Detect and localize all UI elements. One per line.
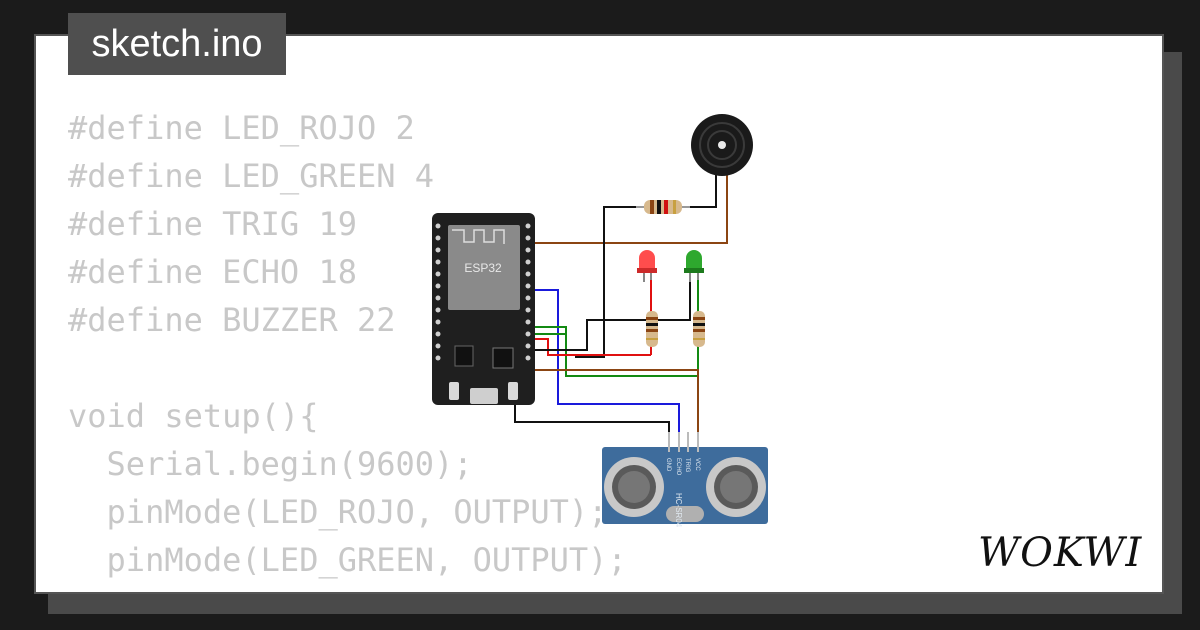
pin-label-trig: TRIG xyxy=(684,458,690,473)
code-line: #define TRIG 19 xyxy=(68,205,357,243)
code-line: #define ECHO 18 xyxy=(68,253,357,291)
boot-button xyxy=(449,382,459,400)
pin-label-vcc: VCC xyxy=(694,458,700,471)
crystal xyxy=(666,506,704,522)
resistor-red xyxy=(646,311,658,347)
voltage-regulator xyxy=(454,345,474,367)
wire-black-buzzer xyxy=(575,172,717,358)
wire-red-led xyxy=(528,338,651,356)
pin-label-echo: ECHO xyxy=(675,458,681,476)
left-pins xyxy=(435,223,441,361)
esp32-shield xyxy=(448,225,520,310)
code-line: void setup(){ xyxy=(68,397,319,435)
wire-black-gnd xyxy=(528,280,691,351)
wire-brown-buzzer xyxy=(528,172,728,244)
led-green xyxy=(684,250,704,282)
code-line: pinMode(LED_GREEN, OUTPUT); xyxy=(68,541,627,579)
antenna-icon xyxy=(452,229,505,244)
code-line: #define BUZZER 22 xyxy=(68,301,396,339)
board-label: ESP32 xyxy=(464,261,502,275)
code-line: pinMode(TRIG, OUTPUT); xyxy=(68,584,627,592)
pin-label-gnd: GND xyxy=(665,458,671,472)
ultrasonic-sensor: GND ECHO TRIG VCC HC-SR04 xyxy=(602,432,768,528)
led-red xyxy=(637,250,657,282)
code-line: pinMode(LED_ROJO, OUTPUT); xyxy=(68,493,608,531)
preview-card: #define LED_ROJO 2 #define LED_GREEN 4 #de… xyxy=(34,34,1164,594)
code-line: #define LED_ROJO 2 xyxy=(68,109,415,147)
buzzer xyxy=(691,114,753,176)
usb-chip xyxy=(492,347,514,369)
wokwi-logo-text: WOKWI xyxy=(978,530,1142,576)
resistor-buzzer xyxy=(636,200,690,214)
wokwi-logo[interactable]: WOKWI xyxy=(976,526,1156,576)
code-line: #define LED_GREEN 4 xyxy=(68,157,435,195)
en-button xyxy=(508,382,518,400)
sensor-label: HC-SR04 xyxy=(674,493,683,528)
resistor-green xyxy=(693,311,705,347)
right-pins xyxy=(525,223,531,361)
buzzer-center xyxy=(718,141,726,149)
code-line: Serial.begin(9600); xyxy=(68,445,473,483)
file-name-tab[interactable]: sketch.ino xyxy=(68,13,286,75)
wire-blue-echo xyxy=(528,289,680,432)
wires xyxy=(440,172,728,432)
usb-port xyxy=(470,388,498,404)
esp32-board: ESP32 xyxy=(432,213,535,405)
code-editor: #define LED_ROJO 2 #define LED_GREEN 4 #de… xyxy=(68,104,627,592)
wire-green-led xyxy=(528,326,699,377)
